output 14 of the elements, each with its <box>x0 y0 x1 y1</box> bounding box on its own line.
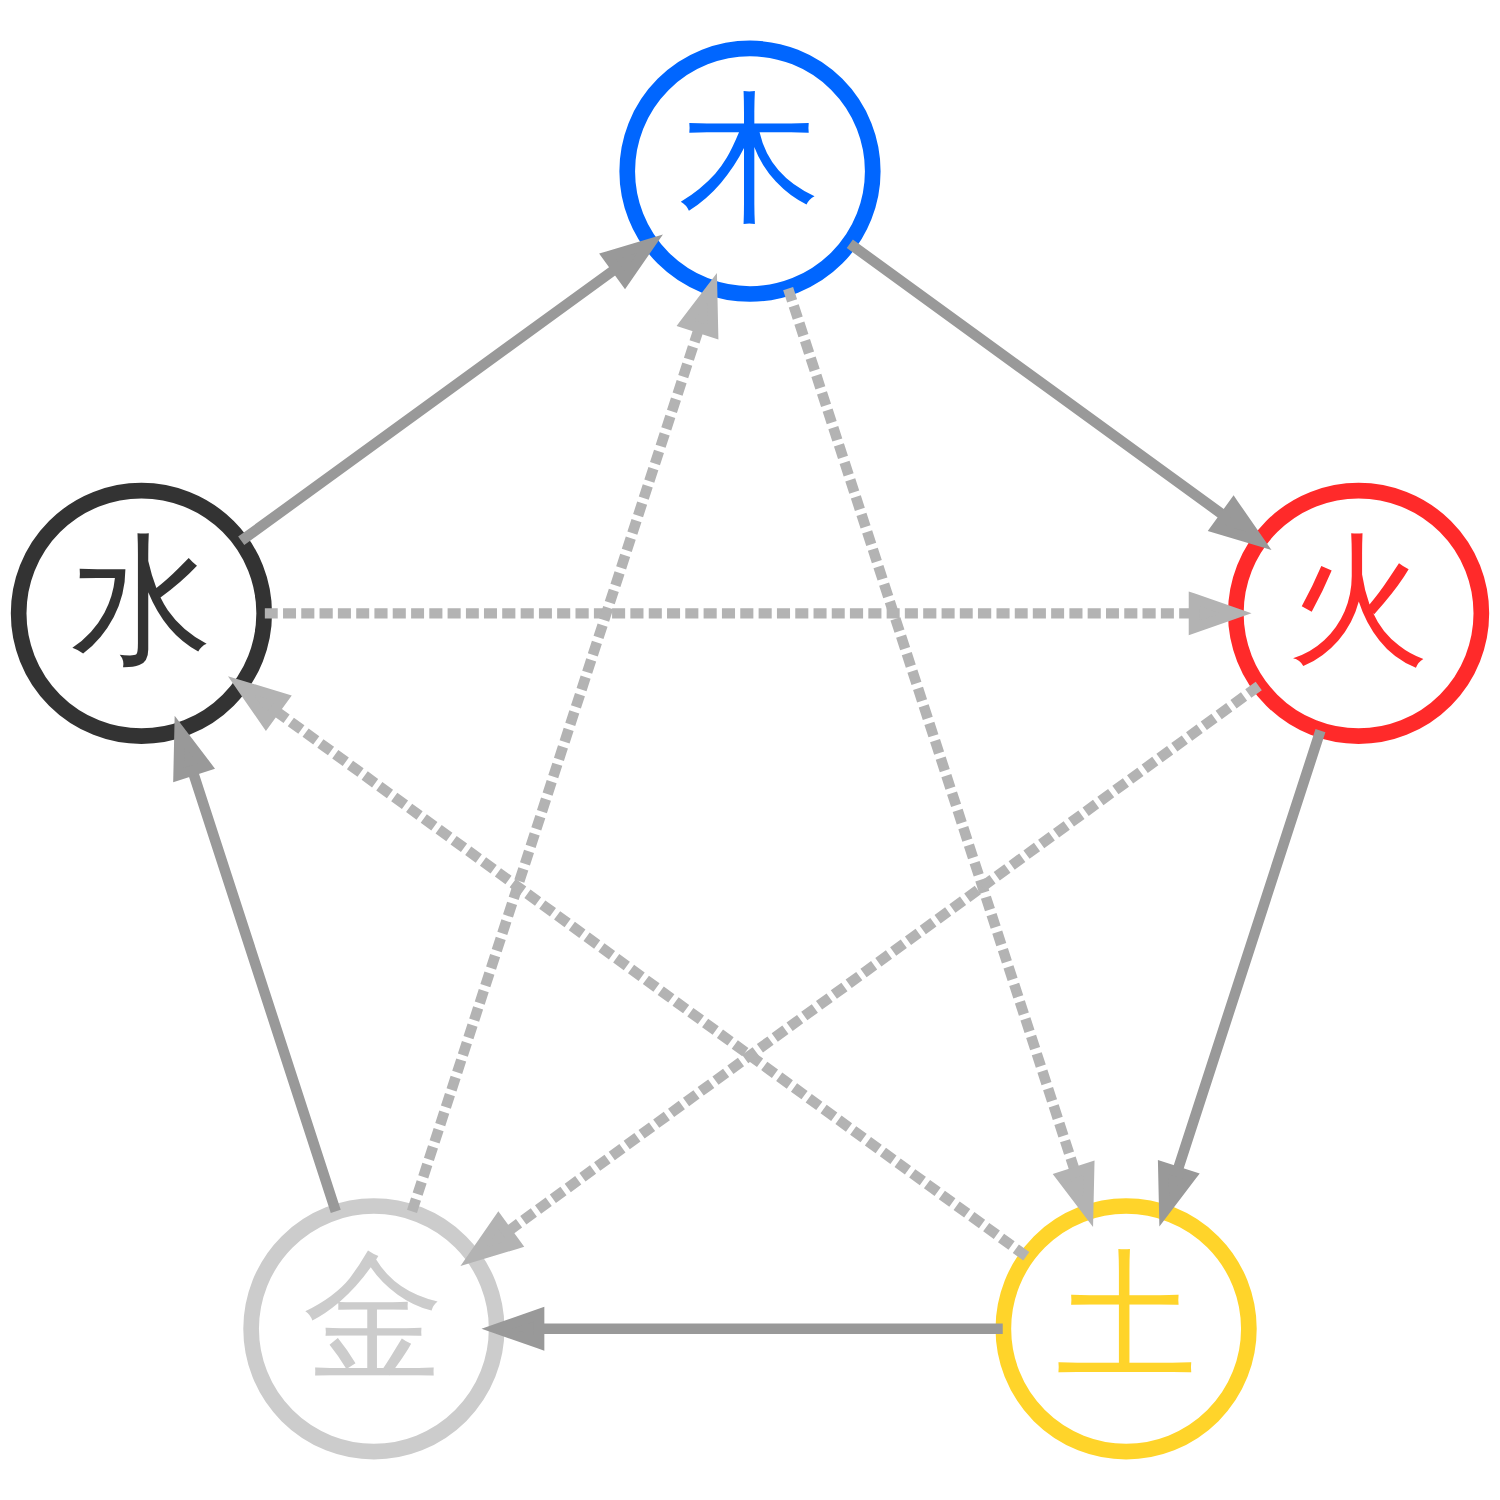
arrow <box>1157 729 1326 1227</box>
arrow <box>783 286 1095 1228</box>
arrow <box>173 715 341 1214</box>
arrow <box>460 681 1262 1266</box>
arrow <box>407 272 719 1214</box>
arrow <box>846 239 1272 551</box>
node-circle: 土 <box>995 1198 1257 1460</box>
node-circle: 木 <box>619 40 881 302</box>
node-circle: 水 <box>10 482 272 744</box>
arrow <box>238 234 663 546</box>
arrow <box>481 1306 1003 1351</box>
arrow <box>264 591 1252 636</box>
node-circle: 火 <box>1228 482 1490 744</box>
arrow <box>227 676 1030 1261</box>
